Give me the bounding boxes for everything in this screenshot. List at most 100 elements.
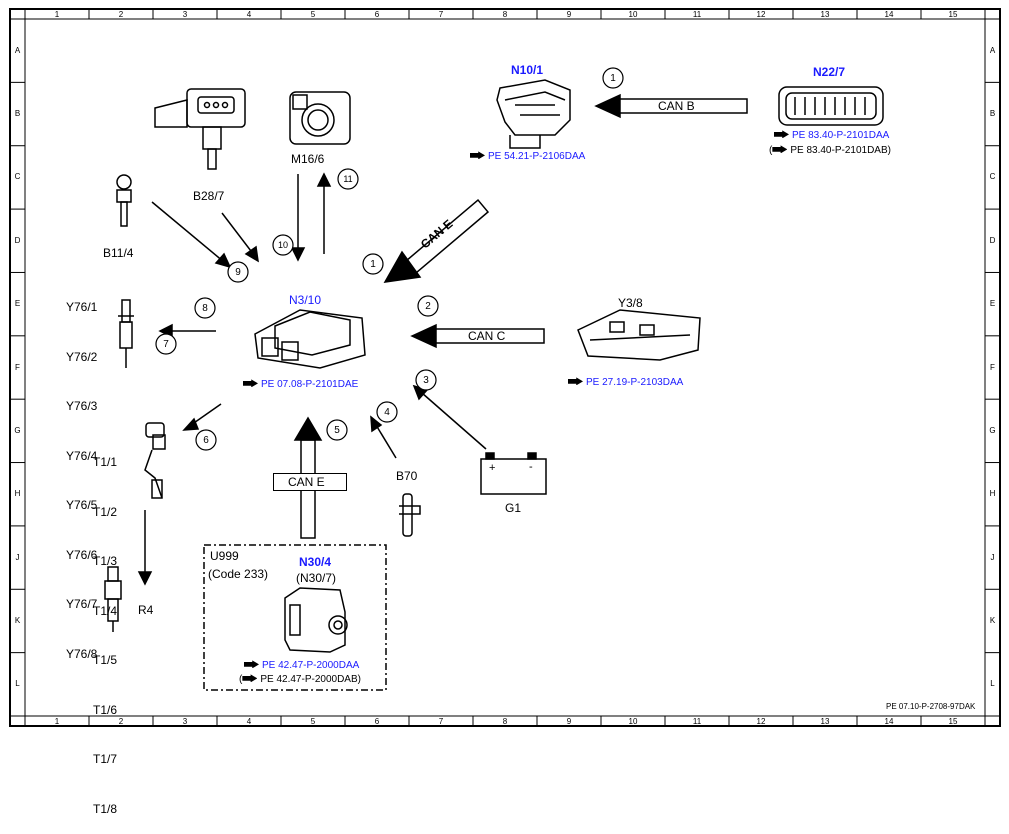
grid-col-label: 12 bbox=[756, 10, 766, 19]
grid-row-label: F bbox=[15, 362, 20, 372]
grid-col-label: 10 bbox=[628, 717, 638, 726]
grid-col-label: 7 bbox=[438, 10, 444, 19]
signal-arrows bbox=[137, 172, 487, 586]
m16-6-label: M16/6 bbox=[291, 152, 325, 166]
grid-row-label: L bbox=[990, 679, 995, 689]
t1-list: T1/1 T1/2 T1/3 T1/4 T1/5 T1/6 T1/7 T1/8 bbox=[93, 421, 117, 834]
can-e-diagonal-arrow bbox=[383, 198, 490, 283]
t1-label: T1/2 bbox=[93, 504, 118, 519]
grid-col-label: 13 bbox=[820, 717, 830, 726]
grid-col-label: 5 bbox=[310, 10, 316, 19]
grid-row-label: F bbox=[990, 362, 995, 372]
reference-pointer-icon bbox=[470, 151, 485, 160]
g1-label: G1 bbox=[505, 501, 522, 515]
y76-label: Y76/6 bbox=[66, 547, 98, 562]
b11-4-sensor bbox=[116, 174, 132, 227]
inner-frame bbox=[24, 18, 986, 717]
grid-col-label: 2 bbox=[118, 717, 124, 726]
n30-7-label: (N30/7) bbox=[296, 571, 337, 585]
t1-label: T1/4 bbox=[93, 603, 118, 618]
n22-7-ref1[interactable]: PE 83.40-P-2101DAA bbox=[774, 130, 889, 141]
y76-injector bbox=[118, 299, 134, 368]
u999-dashed-box bbox=[203, 544, 387, 691]
reference-pointer-icon bbox=[243, 379, 258, 388]
grid-col-label: 3 bbox=[182, 10, 188, 19]
grid-row-label: H bbox=[14, 489, 21, 499]
grid-row-label: L bbox=[15, 679, 20, 689]
reference-pointer-icon bbox=[774, 130, 789, 139]
n30-4-unit bbox=[284, 587, 348, 653]
signal-7: 7 bbox=[163, 339, 169, 350]
grid-col-label: 4 bbox=[246, 10, 252, 19]
b28-7-label: B28/7 bbox=[193, 189, 225, 203]
signal-8: 8 bbox=[202, 303, 208, 314]
y76-label: Y76/2 bbox=[66, 349, 98, 364]
n30-4-ref2[interactable]: (PE 42.47-P-2000DAB) bbox=[239, 674, 361, 685]
g1-plus: + bbox=[489, 462, 496, 474]
g1-minus: - bbox=[529, 461, 533, 473]
n30-4-ref1[interactable]: PE 42.47-P-2000DAA bbox=[244, 660, 359, 671]
n22-7-label: N22/7 bbox=[813, 65, 846, 79]
b28-7-sensor bbox=[154, 88, 246, 170]
reference-pointer-icon bbox=[242, 674, 258, 683]
signal-1b: 1 bbox=[370, 259, 376, 270]
grid-row-label: K bbox=[14, 615, 21, 625]
grid-row-label: J bbox=[990, 552, 995, 562]
y3-8-ref[interactable]: PE 27.19-P-2103DAA bbox=[568, 377, 683, 388]
m16-6-throttle bbox=[289, 91, 351, 145]
grid-col-label: 13 bbox=[820, 10, 830, 19]
u999-code: (Code 233) bbox=[208, 567, 269, 581]
grid-col-label: 14 bbox=[884, 717, 894, 726]
grid-col-label: 9 bbox=[566, 717, 572, 726]
grid-col-label: 3 bbox=[182, 717, 188, 726]
y3-8-module bbox=[577, 309, 701, 361]
grid-row-label: G bbox=[14, 425, 21, 435]
reference-pointer-icon bbox=[772, 145, 788, 154]
signal-1a: 1 bbox=[610, 73, 616, 84]
y76-label: Y76/3 bbox=[66, 399, 98, 413]
signal-6: 6 bbox=[203, 435, 209, 446]
grid-row-label: G bbox=[989, 425, 996, 435]
signal-circles bbox=[155, 67, 624, 451]
n3-10-label: N3/10 bbox=[289, 293, 322, 307]
grid-row-label: D bbox=[14, 235, 21, 245]
n10-1-ref[interactable]: PE 54.21-P-2106DAA bbox=[470, 151, 585, 162]
grid-col-label: 11 bbox=[692, 10, 702, 19]
grid-col-label: 11 bbox=[692, 717, 702, 726]
signal-9: 9 bbox=[235, 267, 241, 278]
signal-10: 10 bbox=[277, 240, 288, 250]
grid-col-label: 8 bbox=[502, 10, 508, 19]
can-c-arrow bbox=[410, 323, 545, 349]
grid-col-label: 4 bbox=[246, 717, 252, 726]
n22-7-control-panel bbox=[778, 86, 884, 126]
n10-1-module bbox=[496, 79, 571, 149]
n3-10-ref[interactable]: PE 07.08-P-2101DAE bbox=[243, 379, 358, 390]
g1-battery bbox=[480, 452, 547, 495]
n22-7-ref2[interactable]: (PE 83.40-P-2101DAB) bbox=[769, 145, 891, 156]
grid-row-label: H bbox=[989, 489, 996, 499]
b70-sensor bbox=[399, 493, 421, 537]
y76-label: Y76/5 bbox=[66, 498, 98, 512]
n30-4-label: N30/4 bbox=[299, 555, 332, 569]
signal-11: 11 bbox=[343, 174, 353, 184]
grid-row-label: B bbox=[14, 109, 21, 119]
grid-row-label: C bbox=[14, 172, 21, 182]
signal-2: 2 bbox=[425, 301, 431, 312]
y76-label: Y76/7 bbox=[66, 597, 98, 611]
b70-label: B70 bbox=[396, 469, 418, 483]
grid-row-label: B bbox=[989, 109, 996, 119]
grid-row-label: K bbox=[989, 615, 996, 625]
u999-label: U999 bbox=[210, 549, 239, 563]
grid-col-label: 15 bbox=[948, 717, 958, 726]
y3-8-label: Y3/8 bbox=[618, 296, 643, 310]
reference-pointer-icon bbox=[244, 660, 259, 669]
grid-col-label: 9 bbox=[566, 10, 572, 19]
reference-pointer-icon bbox=[568, 377, 583, 386]
grid-col-label: 14 bbox=[884, 10, 894, 19]
doc-id: PE 07.10-P-2708-97DAK bbox=[886, 702, 976, 711]
n10-1-label: N10/1 bbox=[511, 63, 544, 77]
signal-4: 4 bbox=[384, 407, 390, 418]
grid-row-label: E bbox=[989, 299, 996, 309]
n3-10-ecu bbox=[254, 309, 366, 369]
grid-col-label: 10 bbox=[628, 10, 638, 19]
